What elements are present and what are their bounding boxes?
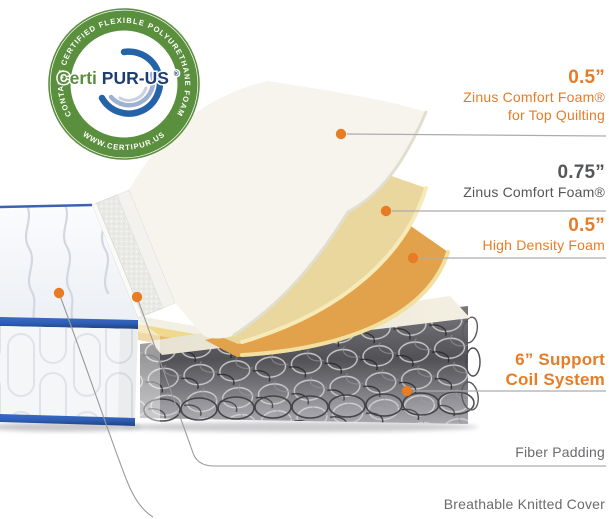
label-comfort-foam: 0.75” Zinus Comfort Foam® [463,162,605,201]
label-high-density: 0.5” High Density Foam [483,215,605,254]
badge-swoosh-icon [98,48,164,117]
label-fiber-padding: Fiber Padding [515,443,605,461]
mattress-binding-top [0,317,138,329]
callout-dot-fiber-padding [131,291,143,303]
label-coil-line2: Coil System [505,370,605,389]
mattress-back-binding [0,203,93,209]
foam-sheet-top-quilting [129,81,428,339]
label-coil-line1: 6” Support [515,350,605,369]
callout-dot-top-quilting [335,128,347,140]
badge-registered-mark: ® [174,70,180,78]
label-top-quilting-line1: Zinus Comfort Foam® [463,89,605,105]
mattress-top [0,203,138,323]
label-high-density-size: 0.5” [568,215,605,236]
callout-dot-coil [401,385,413,397]
callout-dot-comfort-foam [380,205,392,217]
callout-dot-high-density [407,252,419,264]
label-breathable-cover-line1: Breathable Knitted Cover [443,496,605,512]
callout-dot-cover [53,287,65,299]
label-top-quilting: 0.5” Zinus Comfort Foam® for Top Quiltin… [463,67,605,124]
cut-haze [138,320,160,424]
certipur-badge: CONTAINS CERTIFIED FLEXIBLE POLYURETHANE… [48,8,200,160]
callout-dots [53,128,419,397]
label-breathable-cover: Breathable Knitted Cover [444,495,605,513]
mattress [0,203,138,426]
label-high-density-line1: High Density Foam [482,237,605,253]
mattress-front [0,326,138,418]
label-top-quilting-line2: for Top Quilting [507,107,605,123]
badge-brand-text: Certi PUR-US ® [57,68,180,88]
label-comfort-foam-line1: Zinus Comfort Foam® [463,184,605,200]
label-fiber-padding-line1: Fiber Padding [515,444,605,460]
leader-lines [58,133,607,518]
coil-right-edge [461,316,481,411]
badge-brand-pur-us: PUR-US [102,68,169,88]
label-top-quilting-size: 0.5” [568,67,605,88]
cut-strips [91,189,176,319]
mattress-binding-bottom [0,414,135,426]
label-coil-system: 6” Support Coil System [505,350,605,390]
badge-brand-certi: Certi [57,68,97,88]
label-comfort-foam-size: 0.75” [557,162,605,183]
